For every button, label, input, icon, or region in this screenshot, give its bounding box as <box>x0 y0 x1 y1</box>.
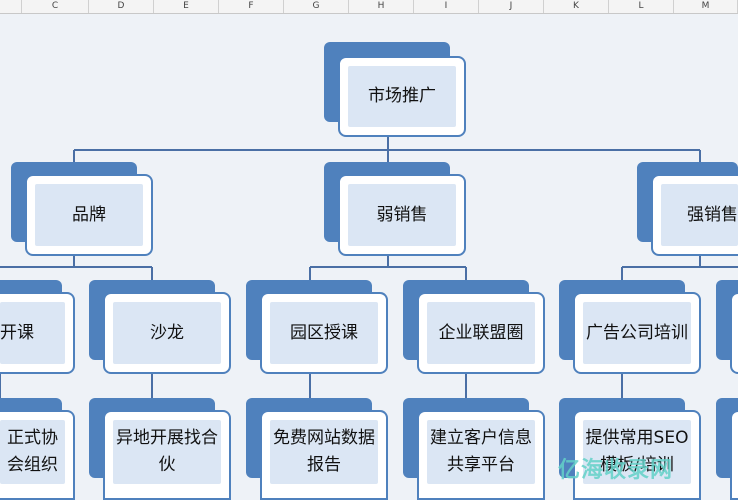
node-free-report-label: 免费网站数据报告 <box>270 420 378 484</box>
column-header-g[interactable]: G <box>284 0 349 13</box>
watermark-logo: 亿海收录网 <box>558 458 674 483</box>
column-header-j[interactable]: J <box>479 0 544 13</box>
node-weak-sales-label: 弱销售 <box>348 184 456 246</box>
column-header-c[interactable]: C <box>22 0 89 13</box>
node-brand-label: 品牌 <box>35 184 143 246</box>
column-header-k[interactable]: K <box>544 0 609 13</box>
node-ad-training-label: 广告公司培训 <box>583 302 691 364</box>
column-header-f[interactable]: F <box>219 0 284 13</box>
node-strong-sales-label: 强销售 <box>661 184 738 246</box>
column-header-l[interactable]: L <box>609 0 674 13</box>
column-header-d[interactable]: D <box>89 0 154 13</box>
node-park-class-label: 园区授课 <box>270 302 378 364</box>
column-header-bar: C D E F G H I J K L M <box>0 0 738 14</box>
node-alliance-label: 企业联盟圈 <box>427 302 535 364</box>
column-header-blank[interactable] <box>0 0 22 13</box>
node-salon-label: 沙龙 <box>113 302 221 364</box>
node-root-label: 市场推广 <box>348 66 456 127</box>
column-header-i[interactable]: I <box>414 0 479 13</box>
node-offsite-salon-label: 异地开展找合伙 <box>113 420 221 484</box>
column-header-e[interactable]: E <box>154 0 219 13</box>
node-customer-info-label: 建立客户信息共享平台 <box>427 420 535 484</box>
column-header-h[interactable]: H <box>349 0 414 13</box>
node-open-class-label: 开课 <box>0 302 65 364</box>
node-formal-assoc-label: 正式协会组织 <box>0 420 65 484</box>
node-seo-service-label: 提供常用SEO模板/培训 <box>583 420 691 484</box>
